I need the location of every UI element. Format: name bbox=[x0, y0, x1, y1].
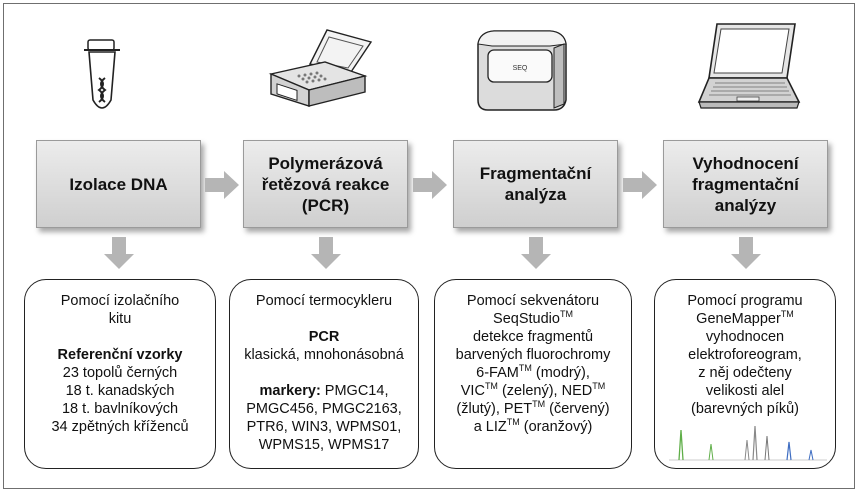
card-line: a LIZTM (oranžový) bbox=[435, 418, 631, 436]
card-line: 34 zpětných kříženců bbox=[51, 419, 189, 435]
dna-tube-icon bbox=[84, 39, 120, 109]
down-arrow-icon bbox=[311, 237, 341, 269]
step-title: Izolace DNA bbox=[69, 174, 168, 194]
card-text: SeqStudio bbox=[493, 311, 560, 327]
markers-label: markery: bbox=[259, 383, 321, 399]
card-text: 6-FAM bbox=[476, 365, 519, 381]
card-line: klasická, mnohonásobná bbox=[244, 347, 404, 363]
trademark: TM bbox=[559, 309, 573, 320]
card-line: 18 t. kanadských bbox=[65, 383, 175, 399]
electropherogram-icon bbox=[669, 425, 827, 461]
card-line: 6-FAMTM (modrý), bbox=[435, 364, 631, 382]
right-arrow-icon bbox=[413, 171, 447, 199]
step-vyhodnoceni: Vyhodnocení fragmentační analýzy bbox=[663, 140, 828, 228]
trademark: TM bbox=[532, 399, 546, 410]
thermocycler-icon bbox=[268, 29, 373, 107]
card-line: (žlutý), PETTM (červený) bbox=[435, 400, 631, 418]
card-line: Pomocí programu bbox=[687, 293, 803, 309]
card-text: VIC bbox=[460, 383, 485, 399]
down-arrow-icon bbox=[104, 237, 134, 269]
card-line: VICTM (zelený), NEDTM bbox=[435, 382, 631, 400]
svg-text:SEQ: SEQ bbox=[513, 65, 528, 72]
card-line: kitu bbox=[108, 311, 132, 327]
card-pcr: Pomocí termocykleru PCR klasická, mnohon… bbox=[229, 279, 419, 469]
card-text: (modrý), bbox=[531, 365, 590, 381]
card-line: vyhodnocen bbox=[705, 329, 785, 345]
trademark: TM bbox=[780, 309, 794, 320]
step-fragmentacni-analyza: Fragmentační analýza bbox=[453, 140, 618, 228]
card-line: 18 t. bavlníkových bbox=[61, 401, 179, 417]
trademark: TM bbox=[484, 381, 498, 392]
step-izolace-dna: Izolace DNA bbox=[36, 140, 201, 228]
right-arrow-icon bbox=[205, 171, 239, 199]
card-text: GeneMapper bbox=[696, 311, 781, 327]
card-line: barvených fluorochromy bbox=[455, 347, 611, 363]
card-line: velikosti alel bbox=[705, 383, 785, 399]
trademark: TM bbox=[592, 381, 606, 392]
card-text: a LIZ bbox=[473, 419, 507, 435]
card-line: (barevných píků) bbox=[691, 401, 799, 417]
card-line: SeqStudioTM bbox=[435, 310, 631, 328]
card-heading: PCR bbox=[308, 329, 340, 345]
card-line: PTR6, WIN3, WPMS01, bbox=[246, 419, 402, 435]
card-line: Pomocí termocykleru bbox=[255, 293, 393, 309]
card-fragmentacni: Pomocí sekvenátoru SeqStudioTM detekce f… bbox=[434, 279, 632, 469]
right-arrow-icon bbox=[623, 171, 657, 199]
card-line: z něj odečteny bbox=[698, 365, 792, 381]
card-heading: Referenční vzorky bbox=[57, 347, 183, 363]
step-title: Vyhodnocení fragmentační analýzy bbox=[692, 153, 799, 215]
step-pcr: Polymerázová řetězová reakce (PCR) bbox=[243, 140, 408, 228]
card-line: Pomocí sekvenátoru bbox=[466, 293, 600, 309]
card-text: (oranžový) bbox=[519, 419, 593, 435]
card-line: WPMS15, WPMS17 bbox=[258, 437, 390, 453]
card-vyhodnoceni: Pomocí programu GeneMapperTM vyhodnocen … bbox=[654, 279, 836, 469]
trademark: TM bbox=[518, 363, 532, 374]
card-text: (zelený), NED bbox=[497, 383, 593, 399]
laptop-icon bbox=[697, 23, 801, 109]
step-title: Polymerázová řetězová reakce (PCR) bbox=[261, 153, 390, 215]
trademark: TM bbox=[506, 417, 520, 428]
down-arrow-icon bbox=[521, 237, 551, 269]
card-text: (červený) bbox=[545, 401, 610, 417]
card-text: (žlutý), PET bbox=[456, 401, 533, 417]
sequencer-icon: SEQ bbox=[477, 30, 567, 111]
card-line: 23 topolů černých bbox=[62, 365, 178, 381]
card-text: PMGC14, bbox=[320, 383, 389, 399]
card-line: markery: PMGC14, bbox=[230, 382, 418, 400]
card-line: PMGC456, PMGC2163, bbox=[246, 401, 402, 417]
card-izolace: Pomocí izolačního kitu Referenční vzorky… bbox=[24, 279, 216, 469]
card-line: detekce fragmentů bbox=[472, 329, 594, 345]
step-title: Fragmentační analýza bbox=[479, 164, 592, 204]
down-arrow-icon bbox=[731, 237, 761, 269]
card-line: elektroforeogram, bbox=[688, 347, 802, 363]
card-line: GeneMapperTM bbox=[655, 310, 835, 328]
card-line: Pomocí izolačního bbox=[60, 293, 180, 309]
